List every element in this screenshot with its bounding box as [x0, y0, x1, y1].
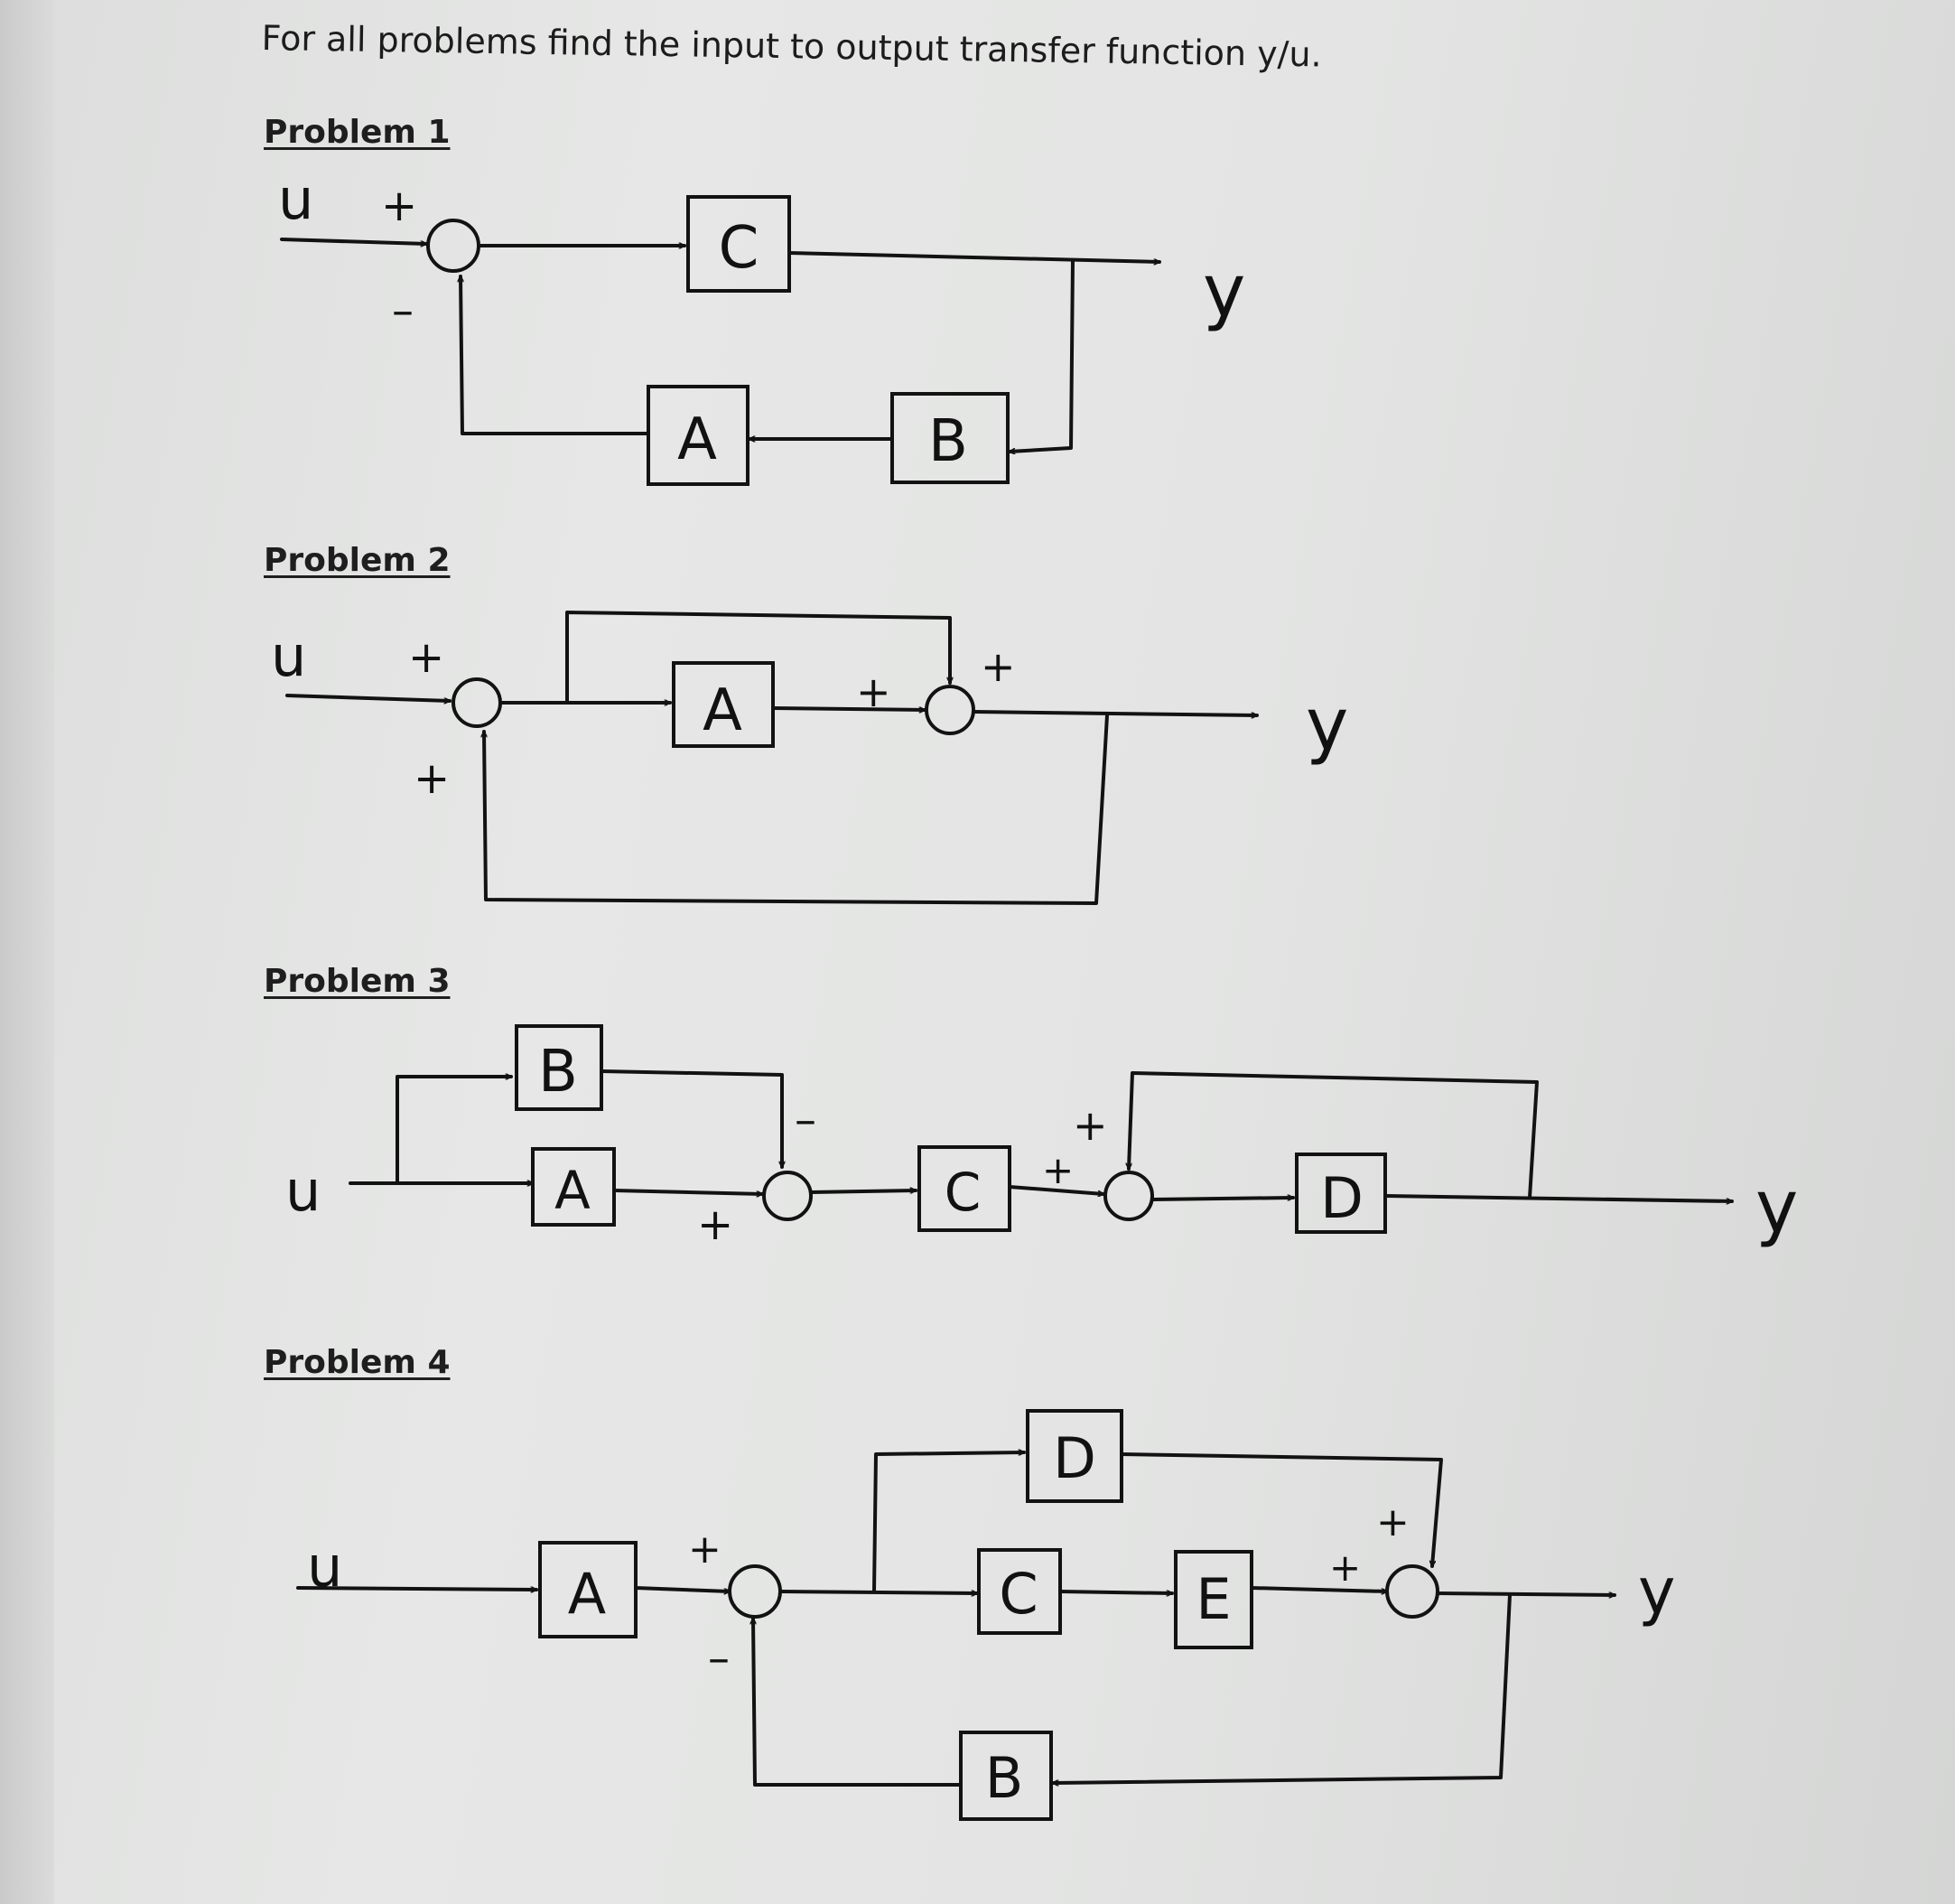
p1-block-c: [686, 195, 791, 293]
p2-output-label: y: [1306, 683, 1348, 767]
p2-block-a: [672, 661, 775, 748]
p1-block-c-label: C: [719, 215, 759, 282]
problem-3-title: Problem 3: [264, 963, 451, 1000]
p1-sign-plus: +: [381, 181, 417, 231]
p2-feedback-path: [484, 714, 1109, 905]
p4-sign-plus: +: [688, 1526, 721, 1573]
p3-block-a: [531, 1147, 616, 1227]
p2-sign-plus-bypass: +: [981, 642, 1016, 691]
p4-sign-minus: –: [708, 1633, 730, 1684]
p2-output-arrow: [972, 710, 1259, 715]
p4-output-arrow: [1436, 1591, 1616, 1595]
p4-block-d-label: D: [1053, 1425, 1096, 1491]
p2-summing-junction-1: [452, 677, 502, 728]
p4-output-label: y: [1638, 1554, 1675, 1629]
p3-summing-junction-2: [1103, 1171, 1154, 1221]
p4-e-to-junction: [1250, 1586, 1389, 1591]
problem-1-diagram: u + – y C B A: [278, 166, 1245, 486]
problem-2-diagram: u + + + + y A: [271, 611, 1348, 905]
p2-sign-plus-input: +: [408, 632, 444, 683]
p3-arrow-to-b: [396, 1077, 513, 1185]
p4-c-to-e: [1058, 1590, 1174, 1593]
p4-input-arrow: [296, 1586, 538, 1590]
p4-block-e: [1174, 1550, 1253, 1649]
p1-feedback-to-b: [1008, 258, 1075, 452]
p2-input-arrow: [285, 694, 452, 701]
paper-edge: [0, 0, 54, 1904]
p1-input-arrow: [280, 238, 428, 244]
p3-output-arrow: [1383, 1194, 1734, 1201]
p4-summing-junction-2: [1385, 1564, 1439, 1619]
p4-a-to-junction: [634, 1586, 731, 1591]
p3-summing-junction-1: [762, 1171, 813, 1221]
p3-sign-minus: –: [795, 1095, 816, 1145]
p4-arrow-to-c: [778, 1590, 979, 1593]
p3-output-label: y: [1755, 1165, 1798, 1249]
problem-3-diagram: u – + + + y B A C D: [285, 1024, 1798, 1250]
p3-c-to-junction: [1008, 1185, 1105, 1194]
p1-sign-minus: –: [392, 285, 414, 336]
p1-block-a-label: A: [677, 406, 717, 473]
problem-4-title: Problem 4: [264, 1344, 451, 1381]
p3-a-to-junction: [612, 1189, 764, 1194]
p4-summing-junction-1: [728, 1564, 782, 1619]
problem-2-title: Problem 2: [264, 542, 451, 579]
p3-sign-plus-d: +: [1073, 1101, 1108, 1150]
p3-feedback-path: [1129, 1071, 1539, 1199]
problem-1-title: Problem 1: [264, 114, 451, 151]
p1-feedback-to-junction: [461, 275, 650, 435]
p1-output-arrow: [787, 251, 1161, 262]
p4-sign-plus-d: +: [1376, 1499, 1410, 1545]
p3-block-c-label: C: [945, 1162, 982, 1223]
p3-arrow-to-d: [1150, 1198, 1295, 1201]
p4-sign-plus-e: +: [1329, 1545, 1361, 1590]
p3-block-d: [1295, 1153, 1387, 1234]
p3-block-d-label: D: [1320, 1165, 1364, 1231]
p4-feedback-to-b: [1051, 1593, 1512, 1783]
p2-sign-plus-feedback: +: [414, 753, 450, 804]
p3-sign-plus-a: +: [697, 1199, 733, 1250]
p4-arrow-to-d: [872, 1452, 1026, 1593]
p4-feedback-to-junction: [753, 1617, 963, 1787]
p3-sign-plus-c: +: [1042, 1148, 1074, 1192]
p4-block-c-label: C: [999, 1561, 1038, 1627]
p1-input-label: u: [278, 166, 313, 232]
p2-summing-junction-2: [925, 685, 975, 735]
p4-block-e-label: E: [1196, 1566, 1231, 1632]
p1-block-b-label: B: [928, 408, 968, 475]
p4-block-a-label: A: [568, 1561, 606, 1627]
p3-b-to-junction: [600, 1069, 782, 1169]
p3-block-b: [515, 1024, 603, 1111]
p2-bypass-path: [565, 611, 950, 703]
p2-block-a-label: A: [703, 677, 742, 744]
p1-output-label: y: [1203, 249, 1245, 333]
problem-4-diagram: u + – + + y A D C E B: [296, 1409, 1675, 1821]
p3-input-label: u: [285, 1158, 321, 1224]
p4-block-b: [959, 1731, 1053, 1821]
p1-summing-junction: [426, 219, 480, 273]
p4-d-to-junction: [1120, 1452, 1443, 1568]
p2-input-label: u: [271, 623, 306, 689]
p3-block-b-label: B: [538, 1039, 578, 1106]
p3-arrow-to-c: [809, 1190, 917, 1194]
p2-arrow-a-to-junction: [771, 706, 926, 710]
p3-block-a-label: A: [554, 1160, 591, 1221]
p4-block-b-label: B: [985, 1745, 1024, 1811]
